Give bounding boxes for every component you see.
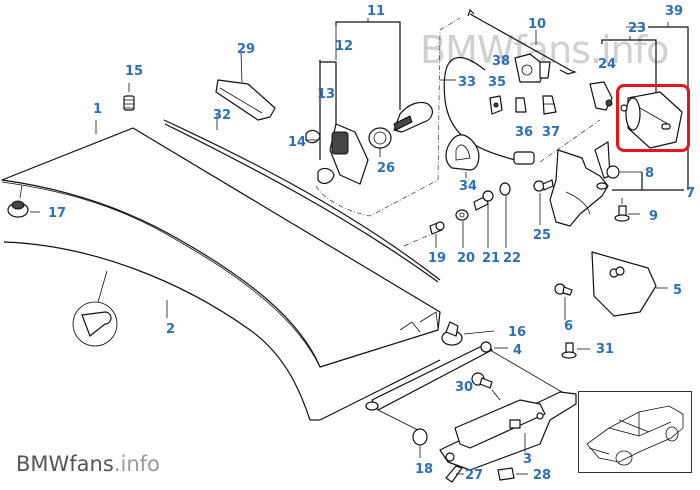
part-label-21[interactable]: 21 (482, 251, 500, 266)
part-label-17[interactable]: 17 (48, 206, 66, 221)
washer-part-22[interactable] (499, 182, 511, 248)
part-label-1[interactable]: 1 (93, 102, 102, 117)
watermark-brand: BMWfans (16, 452, 114, 476)
part-label-12[interactable]: 12 (335, 39, 353, 54)
screw-part-21[interactable] (473, 190, 494, 248)
screw-part-6[interactable] (554, 283, 573, 320)
washer-part-20[interactable] (455, 209, 469, 248)
clip-detail[interactable] (72, 270, 118, 347)
trunk-lid-outer[interactable] (1, 127, 441, 368)
clip-part-35[interactable] (489, 95, 503, 115)
car-thumbnail[interactable] (578, 391, 692, 473)
clip-part-36[interactable] (515, 97, 527, 113)
connector-part-24[interactable] (589, 81, 613, 111)
lock-latch-part-7[interactable] (539, 119, 611, 227)
part-label-31[interactable]: 31 (596, 342, 614, 357)
part-label-35[interactable]: 35 (488, 75, 506, 90)
part-label-25[interactable]: 25 (533, 228, 551, 243)
rod-part-10[interactable] (467, 8, 577, 75)
catch-part-5[interactable] (591, 251, 668, 317)
torsion-bar-part-4[interactable] (365, 341, 563, 411)
part-label-6[interactable]: 6 (564, 319, 573, 334)
part-label-28[interactable]: 28 (533, 468, 551, 483)
ring-part-26[interactable] (368, 127, 392, 157)
part-label-26[interactable]: 26 (377, 161, 395, 176)
screw-part-25[interactable] (533, 179, 554, 225)
cable-part-33[interactable] (440, 56, 535, 165)
part-label-29[interactable]: 29 (237, 42, 255, 57)
bushing-part-8[interactable] (606, 165, 642, 179)
actuator-motor[interactable] (620, 91, 683, 149)
part-label-10[interactable]: 10 (528, 17, 546, 32)
ring-part-18[interactable] (377, 409, 428, 458)
part-label-4[interactable]: 4 (513, 343, 522, 358)
part-label-37[interactable]: 37 (542, 125, 560, 140)
clip-part-28[interactable] (497, 467, 528, 481)
bracket-8-7 (612, 172, 684, 191)
part-label-16[interactable]: 16 (508, 325, 526, 340)
part-label-33[interactable]: 33 (458, 75, 476, 90)
part-label-30[interactable]: 30 (455, 380, 473, 395)
buffer-part-17[interactable] (7, 184, 40, 218)
part-label-11[interactable]: 11 (367, 4, 385, 19)
grommet-part-16[interactable] (441, 321, 495, 346)
part-label-23[interactable]: 23 (628, 21, 646, 36)
part-label-18[interactable]: 18 (415, 462, 433, 477)
part-label-39[interactable]: 39 (665, 4, 683, 19)
part-label-8[interactable]: 8 (645, 166, 654, 181)
lock-cylinder-group[interactable] (305, 18, 401, 185)
trunk-lid-inner-trim[interactable] (3, 241, 441, 421)
part-label-34[interactable]: 34 (459, 179, 477, 194)
part-label-27[interactable]: 27 (465, 468, 483, 483)
part-label-9[interactable]: 9 (649, 209, 658, 224)
watermark-suffix: .info (113, 452, 160, 476)
part-label-22[interactable]: 22 (503, 251, 521, 266)
part-label-13[interactable]: 13 (317, 87, 335, 102)
stud-part-15[interactable] (123, 83, 135, 111)
part-label-20[interactable]: 20 (457, 251, 475, 266)
seal-strip[interactable] (163, 119, 441, 283)
part-label-38[interactable]: 38 (492, 54, 510, 69)
part-label-3[interactable]: 3 (523, 452, 532, 467)
part-label-5[interactable]: 5 (673, 283, 682, 298)
clip-part-37[interactable] (542, 95, 557, 115)
watermark-bottom: BMWfans.info (16, 452, 160, 476)
car-icon (586, 405, 684, 466)
bolt-part-30[interactable] (471, 372, 501, 401)
bolt-part-31[interactable] (561, 342, 590, 359)
part-label-36[interactable]: 36 (515, 125, 533, 140)
part-label-14[interactable]: 14 (288, 135, 306, 150)
plate-part-27[interactable] (445, 465, 464, 483)
part-label-2[interactable]: 2 (166, 322, 175, 337)
key[interactable] (393, 101, 433, 133)
license-light-part-29[interactable] (215, 51, 276, 121)
bolt-part-9[interactable] (614, 198, 640, 222)
highlight-box (616, 84, 690, 152)
bracket-part-38[interactable] (514, 53, 551, 83)
part-label-19[interactable]: 19 (428, 251, 446, 266)
part-label-15[interactable]: 15 (125, 64, 143, 79)
part-label-24[interactable]: 24 (598, 57, 616, 72)
fastener-part-19[interactable] (429, 221, 445, 248)
handle-part-34[interactable] (445, 134, 480, 178)
bracket-23 (601, 39, 657, 94)
hinge-part-3[interactable] (439, 391, 577, 471)
part-label-32[interactable]: 32 (213, 108, 231, 123)
part-label-7[interactable]: 7 (686, 186, 695, 201)
